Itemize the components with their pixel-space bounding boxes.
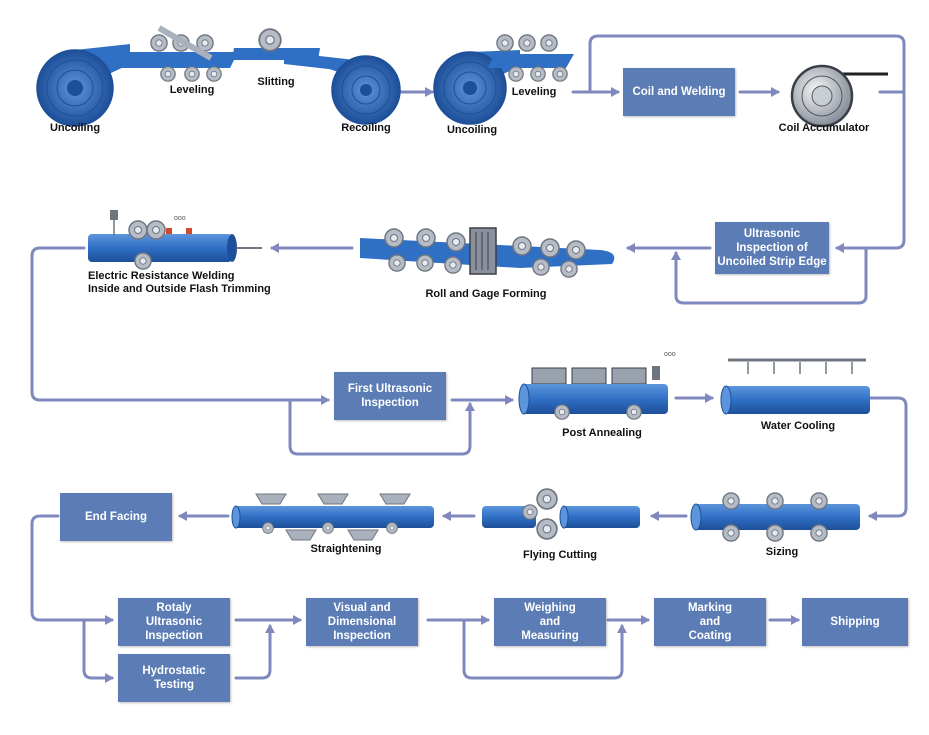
uncoiling-machine-1	[36, 44, 130, 127]
flow-connectors	[30, 34, 908, 683]
label-recoiling: Recoiling	[341, 122, 391, 134]
svg-text:ooo: ooo	[174, 215, 186, 222]
box-end-facing: End Facing	[60, 493, 172, 541]
connector-end-facing-down	[30, 514, 114, 625]
box-weighing-measuring: Weighing and Measuring	[494, 598, 606, 646]
connector-hydrostatic-to-visual	[234, 624, 275, 680]
label-straightening: Straightening	[310, 543, 382, 555]
connector-weighing-bypass	[462, 618, 627, 680]
box-shipping: Shipping	[802, 598, 908, 646]
connector-first-ultrasonic-bypass	[288, 398, 475, 456]
label-leveling-2: Leveling	[511, 86, 557, 98]
label-flying-cutting: Flying Cutting	[523, 549, 597, 561]
label-sizing: Sizing	[765, 546, 799, 558]
box-rotaly-ultrasonic-inspection: Rotaly Ultrasonic Inspection	[118, 598, 230, 646]
label-water-cooling: Water Cooling	[760, 420, 836, 432]
connector-water-cooling-down	[868, 396, 908, 521]
box-marking-coating: Marking and Coating	[654, 598, 766, 646]
sizing-machine	[690, 492, 860, 542]
box-ultrasonic-edge-inspection: Ultrasonic Inspection of Uncoiled Strip …	[715, 222, 829, 274]
connector-loop-top	[588, 34, 906, 94]
leveling-machine-1	[120, 25, 238, 82]
label-post-annealing: Post Annealing	[562, 427, 642, 439]
box-first-ultrasonic-inspection: First Ultrasonic Inspection	[334, 372, 446, 420]
connector-to-hydrostatic	[82, 618, 114, 683]
post-annealing-machine: ooo	[518, 351, 676, 420]
roll-gage-forming-machine	[360, 227, 615, 278]
connector-ultrasonic-bypass	[671, 246, 868, 305]
label-uncoiling-1: Uncoiling	[49, 122, 101, 134]
water-cooling-machine	[720, 358, 870, 415]
coil-accumulator-machine	[790, 64, 888, 128]
recoiling-machine	[300, 55, 401, 125]
box-visual-dimensional-inspection: Visual and Dimensional Inspection	[306, 598, 418, 646]
erw-machine: ooo	[88, 210, 262, 270]
box-hydrostatic-testing: Hydrostatic Testing	[118, 654, 230, 702]
label-coil-accumulator: Coil Accumulator	[778, 122, 870, 134]
label-leveling-1: Leveling	[169, 84, 215, 96]
flying-cutting-machine	[482, 488, 640, 540]
leveling-machine-2	[488, 34, 574, 82]
straightening-machine	[231, 493, 434, 541]
box-coil-welding: Coil and Welding	[623, 68, 735, 116]
label-slitting: Slitting	[257, 76, 295, 88]
label-erw: Electric Resistance Welding Inside and O…	[88, 270, 271, 295]
connector-accumulator-down	[835, 90, 906, 253]
label-uncoiling-2: Uncoiling	[446, 124, 498, 136]
connector-erw-down	[30, 246, 330, 405]
label-roll-gage-forming: Roll and Gage Forming	[425, 288, 547, 300]
svg-text:ooo: ooo	[664, 351, 676, 358]
